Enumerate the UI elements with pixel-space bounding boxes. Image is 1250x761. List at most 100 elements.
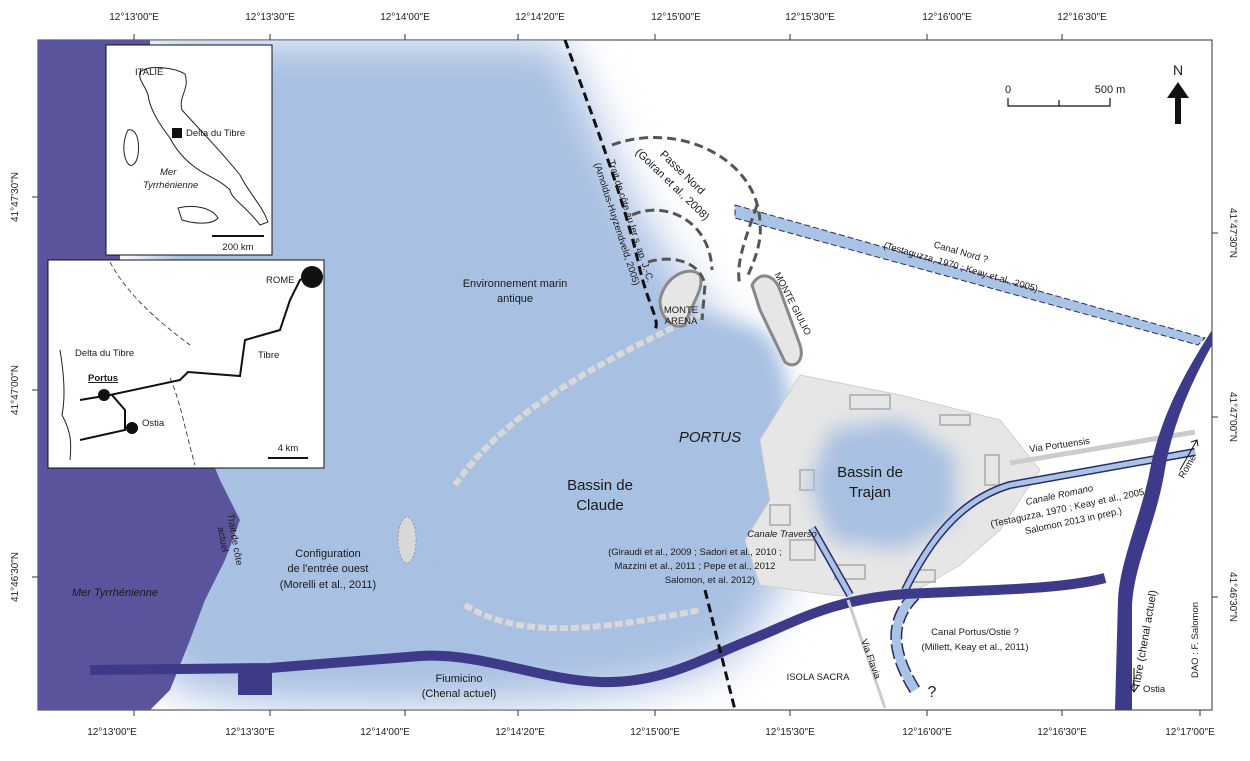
north-label: N (1173, 62, 1183, 78)
north-arrow-icon (1167, 82, 1189, 124)
label-config-1: Configuration (295, 548, 360, 560)
italy-outline (139, 67, 269, 226)
label-traverso-title: Canale Traverso (747, 529, 817, 540)
coord-bottom-8: 12°17'00"E (1165, 727, 1215, 738)
rome-dot (301, 266, 323, 288)
coord-left-1: 41°47'00"N (10, 365, 21, 415)
coord-right-labels: 41°47'30"N 41°47'00"N 41°46'30"N (1227, 208, 1238, 622)
coord-right-2: 41°46'30"N (1227, 572, 1238, 622)
inset-country: ITALIE (135, 67, 163, 78)
label-trajan-2: Trajan (849, 484, 891, 501)
label-mer: Mer Tyrrhénienne (72, 587, 158, 599)
coord-bottom-7: 12°16'30"E (1037, 727, 1087, 738)
coord-top-labels: 12°13'00"E 12°13'30"E 12°14'00"E 12°14'2… (109, 12, 1107, 23)
sardinia-outline (123, 129, 139, 166)
fiumicino-harbor-block (238, 667, 272, 695)
scale-end: 500 m (1095, 84, 1126, 96)
passe-nord-outer (611, 136, 762, 276)
region-dashed-2 (169, 377, 196, 466)
label-monte-arena-1: MONTE (664, 305, 698, 316)
sicily-outline (177, 205, 219, 224)
label-config-2: de l'entrée ouest (288, 563, 369, 575)
monte-giulio-shape (750, 274, 803, 367)
label-dao: DAO : F. Salomon (1190, 602, 1201, 678)
coord-right-0: 41°47'30"N (1227, 208, 1238, 258)
coord-left-2: 41°46'30"N (10, 552, 21, 602)
label-canal-po-1: Canal Portus/Ostie ? (931, 627, 1019, 638)
coord-top-6: 12°16'00"E (922, 12, 972, 23)
inset-delta: Delta du Tibre (186, 128, 245, 139)
inset-region: ROME Delta du Tibre Tibre Portus Ostia 4… (47, 259, 325, 469)
south-mole (463, 602, 701, 632)
claude-basin-water (430, 312, 788, 620)
coord-right-1: 41°47'00"N (1227, 392, 1238, 442)
delta-marker (172, 128, 182, 138)
region-dashed-1 (109, 261, 191, 346)
portus-dot (98, 389, 110, 401)
coord-left-0: 41°47'30"N (10, 172, 21, 222)
canal-nord (734, 204, 1206, 346)
coord-bottom-3: 12°14'20"E (495, 727, 545, 738)
coord-ticks (32, 34, 1218, 716)
label-traverso-2: Mazzini et al., 2011 ; Pepe et al., 2012 (615, 561, 776, 572)
ancient-coastline (563, 40, 658, 331)
coord-top-0: 12°13'00"E (109, 12, 159, 23)
coord-bottom-6: 12°16'00"E (902, 727, 952, 738)
region-portus: Portus (88, 373, 118, 384)
label-traverso-3: Salomon, et al. 2012) (665, 575, 755, 586)
label-monte-arena-2: ARENA (665, 316, 698, 327)
region-branch (79, 394, 126, 441)
coord-bottom-5: 12°15'30"E (765, 727, 815, 738)
label-trait-actuel-2: actuel (215, 526, 230, 553)
label-canal-po-2: (Millett, Keay et al., 2011) (921, 642, 1028, 653)
label-question: ? (928, 684, 937, 701)
monte-arena-shape (658, 269, 703, 328)
label-isola-sacra: ISOLA SACRA (787, 672, 850, 683)
label-fiumicino-1: Fiumicino (435, 673, 482, 685)
ostia-dot (126, 422, 138, 434)
scale-zero: 0 (1005, 84, 1011, 96)
coord-top-4: 12°15'00"E (651, 12, 701, 23)
coord-bottom-0: 12°13'00"E (87, 727, 137, 738)
ancient-coastline-south (703, 589, 737, 710)
fiumicino-channel (89, 573, 1107, 688)
label-claude-1: Bassin de (567, 477, 633, 494)
coord-top-7: 12°16'30"E (1057, 12, 1107, 23)
coord-bottom-labels: 12°13'00"E 12°13'30"E 12°14'00"E 12°14'2… (87, 727, 1215, 738)
inset-italy-scale: 200 km (222, 242, 253, 253)
north-arrow: N (1167, 62, 1189, 124)
coord-top-5: 12°15'30"E (785, 12, 835, 23)
region-ostia: Ostia (142, 418, 165, 429)
coord-bottom-2: 12°14'00"E (360, 727, 410, 738)
ostia-arrow-icon (1129, 668, 1139, 693)
scale-bar: 0 500 m (1005, 84, 1126, 107)
inset-sea-2: Tyrrhénienne (143, 180, 198, 191)
label-traverso-1: (Giraudi et al., 2009 ; Sadori et al., 2… (608, 547, 782, 558)
coord-left-labels: 41°47'30"N 41°47'00"N 41°46'30"N (10, 172, 21, 602)
trajan-basin-water (810, 420, 955, 550)
coord-top-3: 12°14'20"E (515, 12, 565, 23)
tiber-river (1115, 330, 1212, 710)
lighthouse-island (397, 516, 417, 564)
coord-top-1: 12°13'30"E (245, 12, 295, 23)
inset-italy: ITALIE Delta du Tibre Mer Tyrrhénienne 2… (105, 44, 273, 256)
region-tibre (79, 274, 311, 401)
label-portus: PORTUS (679, 429, 741, 446)
coord-top-2: 12°14'00"E (380, 12, 430, 23)
passe-nord-inner (647, 257, 707, 321)
label-ostia-arrow: Ostia (1143, 684, 1166, 695)
label-fiumicino-2: (Chenal actuel) (422, 688, 497, 700)
label-claude-2: Claude (576, 497, 624, 514)
label-env-1: Environnement marin (463, 278, 568, 290)
label-config-3: (Morelli et al., 2011) (280, 579, 376, 591)
region-scale: 4 km (278, 443, 299, 454)
region-tibre-label: Tibre (258, 350, 279, 361)
coord-bottom-1: 12°13'30"E (225, 727, 275, 738)
rome-arrow-icon (1179, 439, 1199, 471)
label-trajan-1: Bassin de (837, 464, 903, 481)
passe-nord-giulio-link (737, 204, 759, 286)
label-env-2: antique (497, 293, 533, 305)
passe-nord-mid (631, 208, 714, 271)
inset-sea-1: Mer (160, 167, 177, 178)
